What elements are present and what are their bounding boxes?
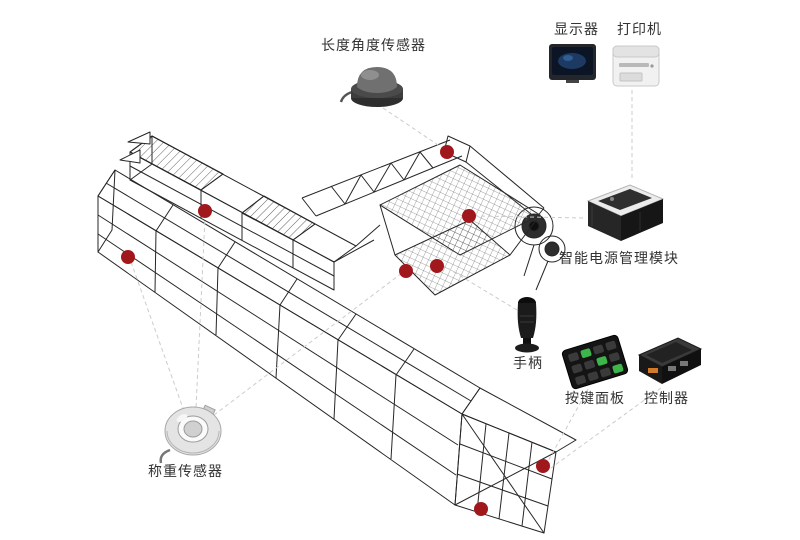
leader-line <box>130 261 185 412</box>
leader-line <box>550 387 662 469</box>
marker-dot <box>399 264 413 278</box>
leader-line <box>546 388 589 464</box>
machine-wireframe <box>97 131 577 534</box>
label-handle: 手柄 <box>513 355 543 371</box>
label-power-module: 智能电源管理模块 <box>559 250 679 266</box>
leader-lines <box>130 90 662 469</box>
power-module-image <box>586 184 665 241</box>
mesh-structure <box>333 164 541 296</box>
leader-line <box>195 217 206 408</box>
label-length-angle-sensor: 长度角度传感器 <box>321 37 426 53</box>
leader-line <box>382 107 445 150</box>
joystick-image <box>515 297 539 353</box>
lattice-arm <box>301 135 545 219</box>
marker-dot <box>474 502 488 516</box>
upper-boom <box>119 131 357 291</box>
printer-image <box>612 45 660 87</box>
boom-head <box>454 387 577 534</box>
load-cell-ring-image <box>159 404 222 464</box>
leader-line <box>213 272 403 416</box>
marker-dot <box>121 250 135 264</box>
controller-box-image <box>637 337 703 384</box>
button-panel-image <box>561 334 629 390</box>
marker-dot <box>430 259 444 273</box>
monitor-image <box>549 44 596 83</box>
main-boom <box>97 169 481 506</box>
marker-dots <box>121 145 550 516</box>
label-load-cell: 称重传感器 <box>148 463 223 479</box>
label-printer: 打印机 <box>617 21 662 37</box>
marker-dot <box>536 459 550 473</box>
label-display: 显示器 <box>554 21 599 37</box>
leader-line <box>443 265 518 311</box>
marker-dot <box>198 204 212 218</box>
label-keypad: 按键面板 <box>565 390 625 406</box>
marker-dot <box>462 209 476 223</box>
dome-angle-sensor-image <box>339 67 403 107</box>
label-controller: 控制器 <box>644 390 689 406</box>
marker-dot <box>440 145 454 159</box>
leader-line <box>476 215 584 219</box>
